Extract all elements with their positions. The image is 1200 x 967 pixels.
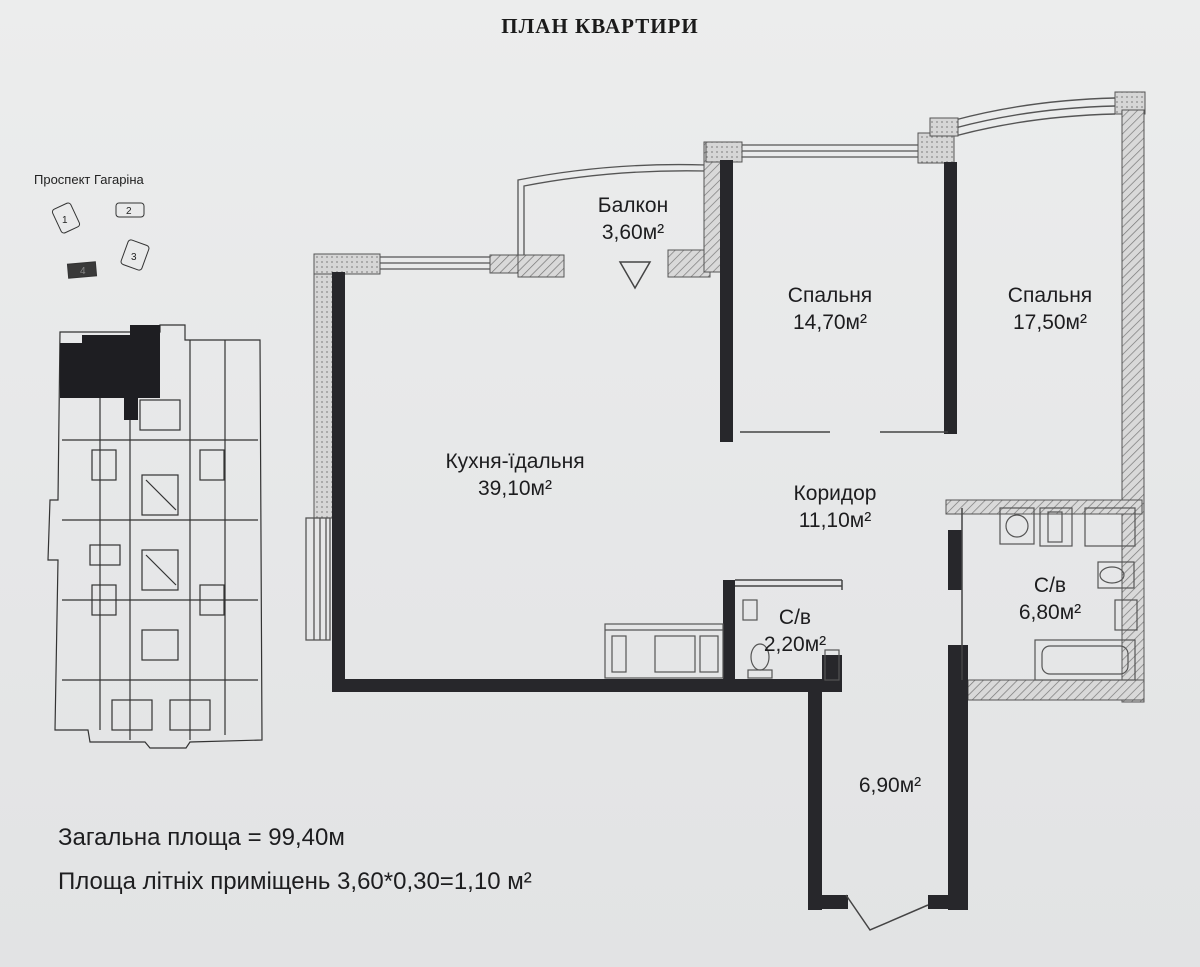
section-marker-1: 1 (62, 215, 68, 226)
room-bedroom-1-name: Спальня (787, 284, 873, 307)
room-bathroom-small-name: С/в (778, 606, 812, 629)
room-bathroom-large-area: 6,80м² (1018, 601, 1082, 624)
summer-area-text: Площа літніх приміщень 3,60*0,30=1,10 м² (58, 868, 532, 895)
room-corridor-area: 11,10м² (798, 509, 872, 532)
room-bedroom-2: Спальня 17,50м² (980, 282, 1120, 336)
room-balcony: Балкон 3,60м² (578, 192, 688, 246)
plan-title: ПЛАН КВАРТИРИ (501, 14, 699, 38)
room-hall: 6,90м² (835, 772, 945, 799)
room-balcony-area: 3,60м² (601, 221, 665, 244)
room-bedroom-1-area: 14,70м² (793, 311, 867, 334)
room-corridor: Коридор 11,10м² (765, 480, 905, 534)
building-key-plan: 1 2 3 4 (47, 202, 263, 749)
room-bathroom-large-name: С/в (1033, 574, 1067, 597)
room-kitchen-dining: Кухня-їдальня 39,10м² (420, 448, 610, 502)
room-bathroom-small-area: 2,20м² (763, 633, 827, 656)
building-outline (47, 324, 263, 749)
room-kitchen-dining-name: Кухня-їдальня (445, 450, 585, 473)
room-bathroom-small: С/в 2,20м² (745, 604, 845, 658)
room-bathroom-large: С/в 6,80м² (995, 572, 1105, 626)
room-bedroom-2-area: 17,50м² (1013, 311, 1087, 334)
exterior-walls (313, 91, 1146, 703)
curved-window (954, 97, 1116, 137)
large-bathroom-fixtures (999, 507, 1138, 681)
partitions (618, 261, 963, 931)
room-balcony-name: Балкон (597, 194, 669, 217)
section-marker-4: 4 (80, 266, 86, 277)
room-bedroom-2-name: Спальня (1007, 284, 1093, 307)
street-label: Проспект Гагаріна (34, 172, 144, 187)
room-bedroom-1: Спальня 14,70м² (760, 282, 900, 336)
balcony-railing (517, 163, 707, 260)
small-bathroom-fixtures (742, 599, 840, 681)
section-marker-3: 3 (131, 252, 137, 263)
structural-walls (332, 160, 968, 910)
room-kitchen-dining-area: 39,10м² (478, 477, 552, 500)
apartment-highlight (60, 325, 160, 420)
apartment-floor-plan (305, 91, 1146, 931)
section-markers (51, 202, 150, 279)
kitchen-cabinets (604, 623, 724, 679)
room-hall-area: 6,90м² (858, 774, 922, 797)
total-area-text: Загальна площа = 99,40м (58, 824, 345, 851)
room-corridor-name: Коридор (793, 482, 877, 505)
windows (305, 144, 918, 641)
section-marker-2: 2 (126, 206, 132, 217)
